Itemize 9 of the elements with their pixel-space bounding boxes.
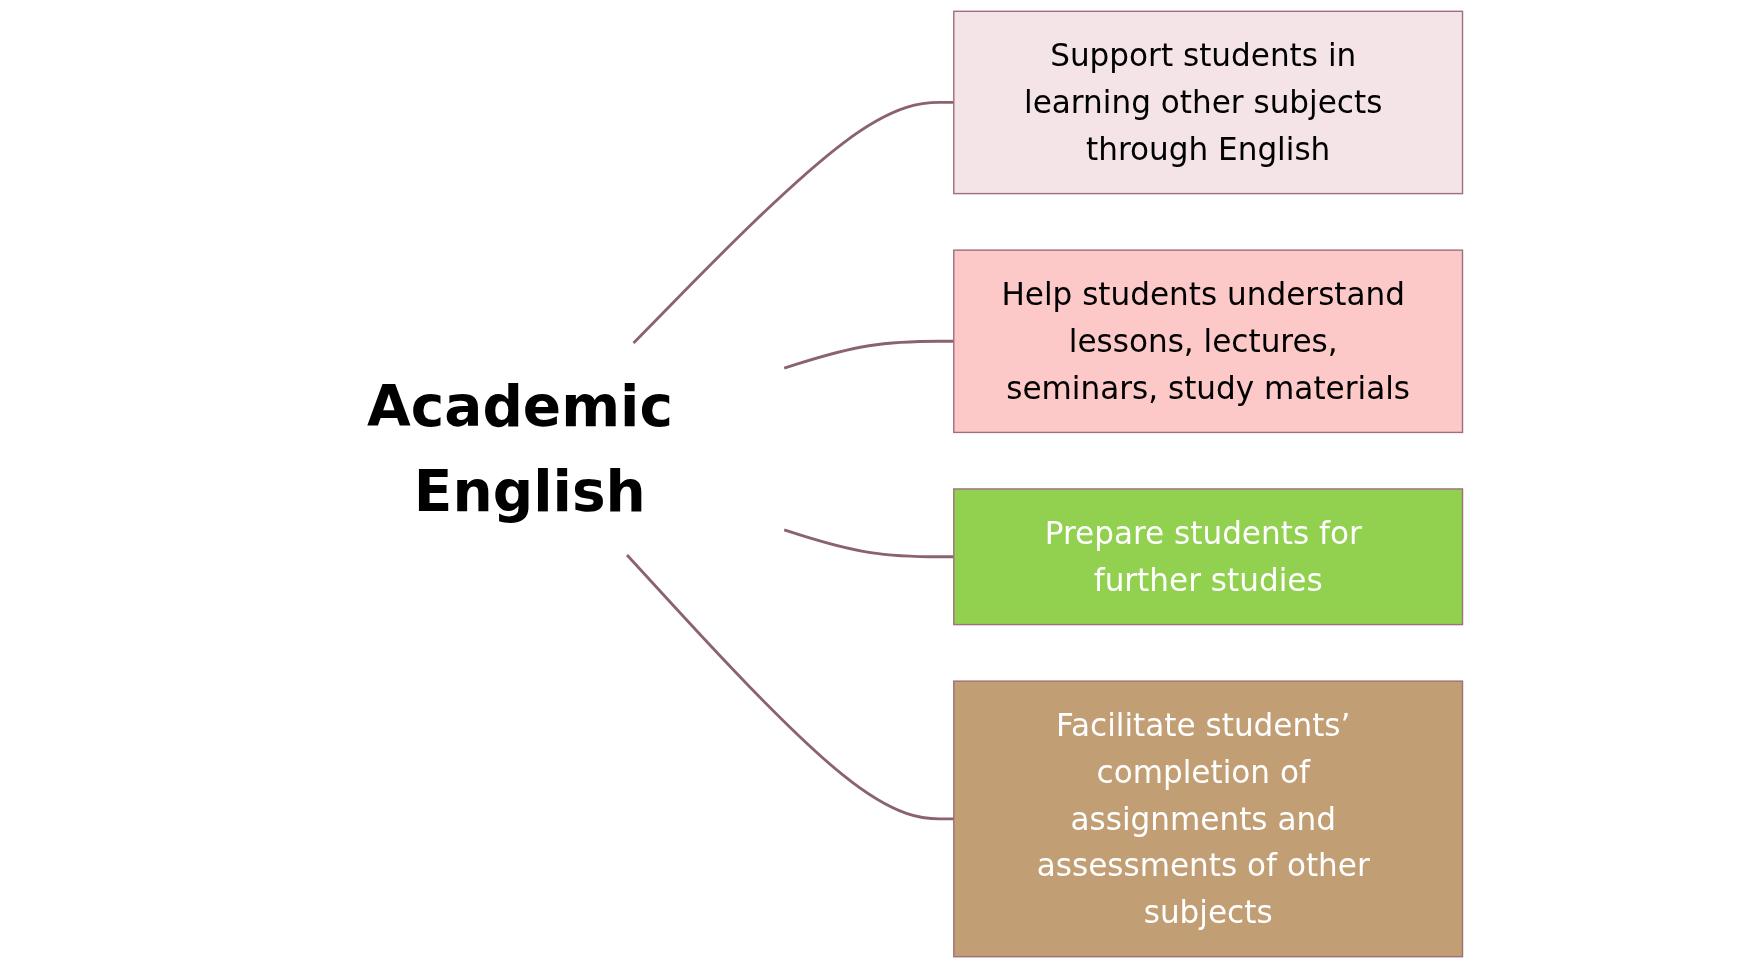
- connector: [783, 339, 954, 370]
- connector: [626, 554, 954, 821]
- node-text: Academic English: [367, 374, 673, 524]
- connector: [632, 101, 954, 345]
- node-box: Prepare students for further studies: [953, 488, 1464, 626]
- connector: [783, 528, 954, 559]
- node-box: Help students understand lessons, lectures, seminars, study materials: [953, 249, 1464, 434]
- node-box: Support students in learning other subjects through English: [953, 10, 1464, 195]
- node-box: Facilitate students’ completion of assignments and assessments of other subjects: [953, 680, 1464, 958]
